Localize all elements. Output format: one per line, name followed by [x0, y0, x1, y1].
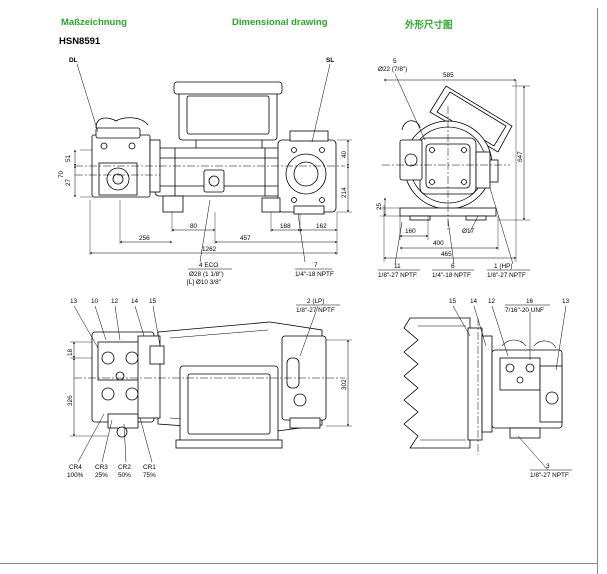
capacity-cr1-name: CR1 — [143, 464, 156, 471]
capacity-cr2-pct: 50% — [118, 472, 131, 479]
conn-11-spec: 1/8"-27 NPTF — [378, 272, 417, 279]
dim-214: 214 — [341, 187, 348, 198]
model-number: HSN8591 — [59, 36, 101, 47]
callout-15: 15 — [149, 298, 157, 305]
callout-14: 14 — [131, 298, 139, 305]
capacity-cr3-name: CR3 — [95, 464, 108, 471]
sheet-right-border — [597, 8, 606, 574]
callout-10: 10 — [91, 298, 99, 305]
conn-1-hp-spec: 1/8"-27 NPTF — [487, 272, 526, 279]
dim-17: Ø17 — [462, 228, 475, 235]
dim-40: 40 — [341, 150, 348, 158]
callout-dl: DL — [69, 57, 78, 64]
detail-view-labels: 15 14 12 16 7/16"-20 UNF 13 3 1/8"-27 NP… — [449, 298, 572, 479]
conn-7-spec: 1/4"-18 NPTF — [295, 271, 334, 278]
capacity-cr4-pct: 100% — [67, 472, 84, 479]
title-chinese: 外形尺寸图 — [405, 20, 453, 31]
end-view — [380, 73, 530, 265]
callout-12-detail: 12 — [488, 298, 496, 305]
dim-647: 647 — [517, 151, 524, 162]
conn-7-number: 7 — [314, 262, 318, 269]
dim-162: 162 — [316, 223, 327, 230]
callout-16-detail: 16 — [526, 298, 534, 305]
dim-160: 160 — [405, 228, 416, 235]
capacity-cr4-name: CR4 — [69, 464, 82, 471]
end-view-labels: 5 Ø22 (7/8") 585 647 25 160 Ø17 400 465 … — [376, 58, 530, 279]
conn-1-hp-number: 1 (HP) — [494, 263, 512, 270]
dim-27: 27 — [65, 178, 72, 186]
dim-188: 188 — [280, 223, 291, 230]
capacity-cr1-pct: 75% — [143, 472, 156, 479]
callout-15-detail: 15 — [449, 298, 457, 305]
dim-70: 70 — [58, 170, 65, 178]
dim-585: 585 — [443, 72, 454, 79]
callout-16-spec: 7/16"-20 UNF — [505, 307, 544, 314]
top-view — [70, 305, 352, 463]
conn-2-lp-number: 2 (LP) — [307, 298, 324, 305]
conn-3-spec: 1/8"-27 NPTF — [530, 472, 569, 479]
callout-14-detail: 14 — [470, 298, 478, 305]
detail-view — [403, 305, 567, 471]
conn-4-eco-size: Ø28 (1 1/8") — [189, 271, 224, 278]
callout-12: 12 — [111, 298, 119, 305]
conn-6-spec: 1/4"-18 NPTF — [432, 272, 471, 279]
top-view-labels: 13 10 12 14 15 2 (LP) 1/8"-27 NPTF 18 32… — [67, 298, 348, 479]
conn-4-eco-number: 4 ECO — [199, 262, 218, 269]
dim-18: 18 — [67, 348, 74, 356]
dim-80: 80 — [190, 223, 198, 230]
side-view-labels: DL SL 51 27 70 40 214 80 256 457 188 162… — [58, 57, 348, 286]
dim-326: 326 — [67, 395, 74, 406]
dim-51: 51 — [65, 154, 72, 162]
capacity-cr3-pct: 25% — [95, 472, 108, 479]
capacity-cr2-name: CR2 — [118, 464, 131, 471]
title-english: Dimensional drawing — [232, 17, 328, 28]
dim-457: 457 — [240, 235, 251, 242]
callout-sl: SL — [326, 57, 334, 64]
callout-13-detail: 13 — [562, 298, 570, 305]
conn-3-number: 3 — [546, 463, 550, 470]
side-view — [74, 63, 352, 263]
dim-5: 5 — [393, 58, 397, 65]
dim-302: 302 — [341, 379, 348, 390]
conn-11-number: 11 — [394, 263, 401, 270]
dim-1262: 1262 — [202, 246, 217, 253]
dim-25: 25 — [376, 202, 383, 210]
conn-6-number: 6 — [451, 263, 455, 270]
title-german: Maßzeichnung — [61, 17, 127, 28]
conn-2-lp-spec: 1/8"-27 NPTF — [296, 307, 335, 314]
dim-400: 400 — [433, 240, 444, 247]
dim-5-diameter: Ø22 (7/8") — [378, 66, 407, 73]
sheet-bottom-border — [0, 563, 597, 564]
dim-256: 256 — [139, 235, 150, 242]
dim-465: 465 — [441, 251, 452, 258]
callout-13: 13 — [70, 298, 78, 305]
conn-4-eco-liquid: [L] Ø10 3/8" — [187, 279, 221, 286]
